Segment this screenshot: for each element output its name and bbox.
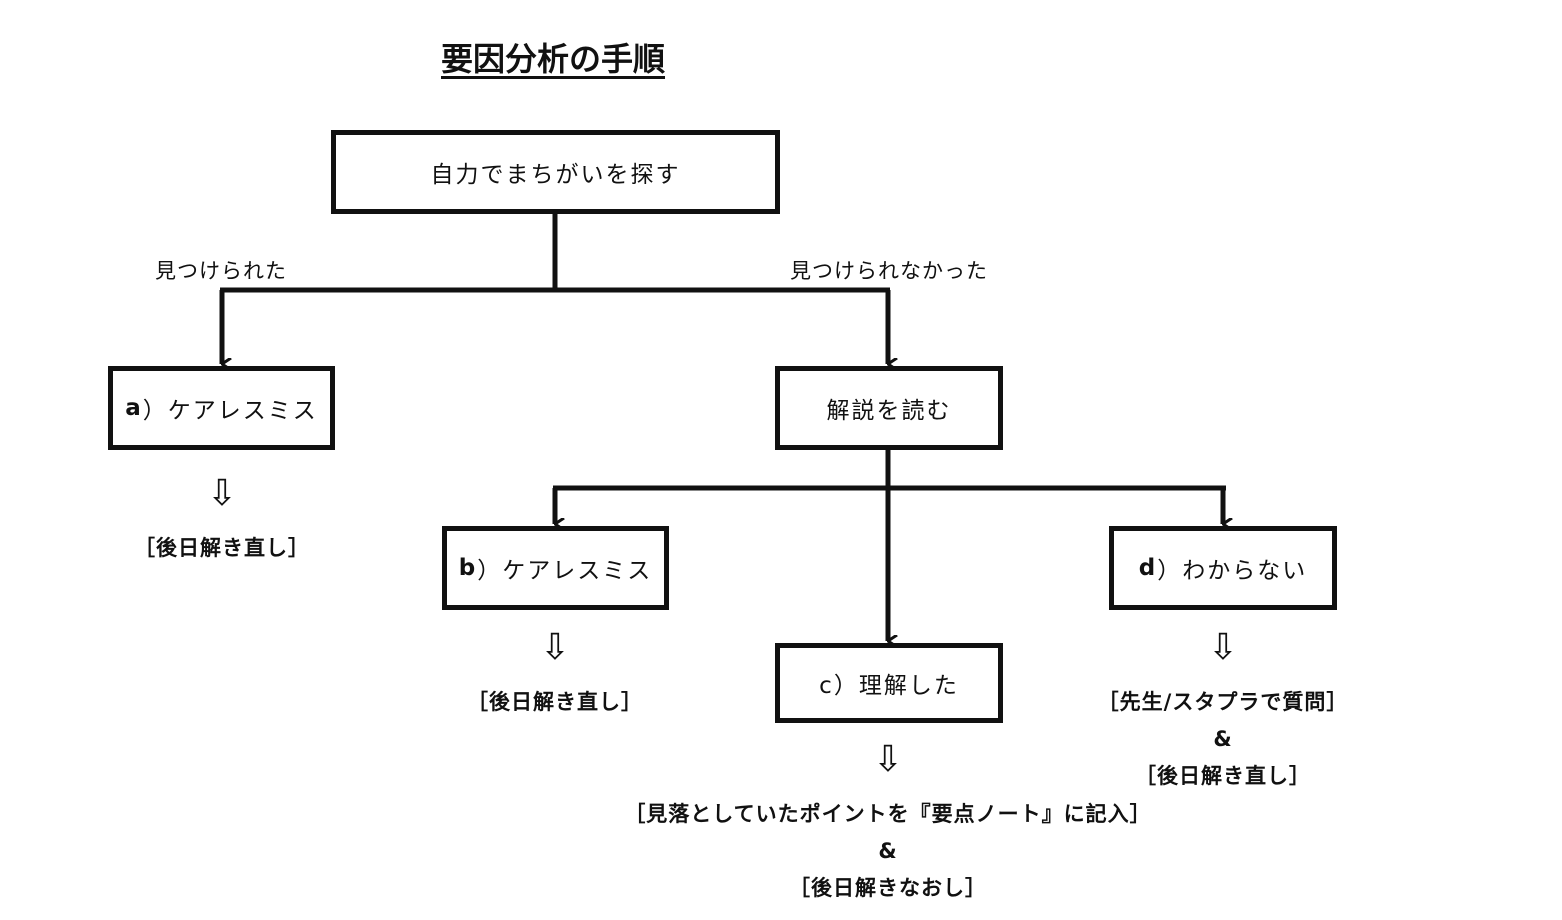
result-a: ［後日解き直し］ — [122, 530, 322, 567]
node-read: 解説を読む — [775, 366, 1003, 450]
page-title: 要因分析の手順 — [441, 40, 666, 78]
down-arrow-icon: ⇩ — [1207, 627, 1239, 668]
node-a: a ）ケアレスミス — [108, 366, 335, 450]
node-root: 自力でまちがいを探す — [331, 130, 780, 214]
down-arrow-icon: ⇩ — [539, 627, 571, 668]
node-a-label: ）ケアレスミス — [142, 398, 318, 424]
node-d-letter: d — [1138, 555, 1156, 581]
node-b-letter: b — [458, 555, 476, 581]
result-d-line1: ［先生/スタプラで質問］ — [1097, 690, 1349, 714]
result-d: ［先生/スタプラで質問］ & ［後日解き直し］ — [1073, 684, 1373, 795]
result-a-text: ［後日解き直し］ — [134, 536, 310, 560]
node-c-label: c）理解した — [819, 673, 959, 699]
branch-label-found: 見つけられた — [155, 259, 287, 283]
result-c-line1: ［見落としていたポイントを『要点ノート』に記入］ — [624, 802, 1152, 826]
node-b-label: ）ケアレスミス — [477, 558, 653, 584]
result-c: ［見落としていたポイントを『要点ノート』に記入］ & ［後日解きなおし］ — [608, 796, 1168, 907]
down-arrow-icon: ⇩ — [206, 473, 238, 514]
branch-label-not-found: 見つけられなかった — [790, 259, 988, 283]
node-d-label: ）わからない — [1157, 558, 1308, 584]
result-b: ［後日解き直し］ — [455, 684, 655, 721]
node-d: d ）わからない — [1109, 526, 1337, 610]
result-c-ampersand: & — [878, 839, 898, 863]
node-c: c）理解した — [775, 643, 1003, 723]
node-a-letter: a — [125, 395, 141, 421]
result-d-line2: ［後日解き直し］ — [1135, 764, 1311, 788]
result-b-text: ［後日解き直し］ — [467, 690, 643, 714]
node-root-label: 自力でまちがいを探す — [430, 162, 681, 188]
down-arrow-icon: ⇩ — [872, 739, 904, 780]
node-read-label: 解説を読む — [826, 398, 952, 424]
node-b: b ）ケアレスミス — [442, 526, 669, 610]
result-d-ampersand: & — [1213, 727, 1233, 751]
result-c-line2: ［後日解きなおし］ — [789, 876, 987, 900]
